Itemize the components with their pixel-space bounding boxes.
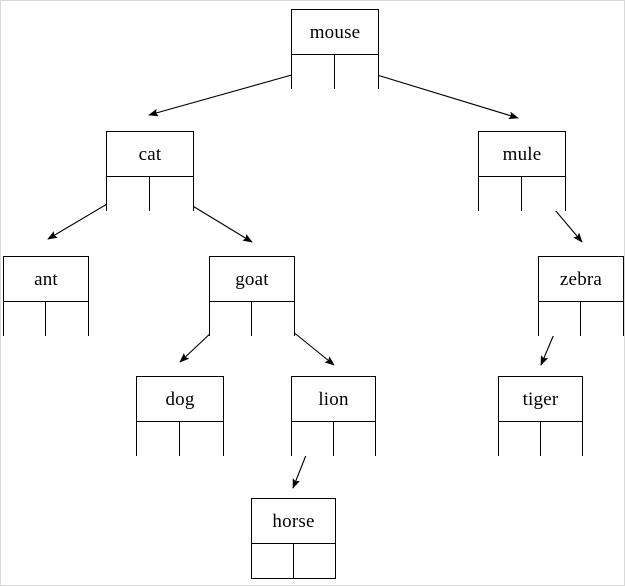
right-pointer-cell-mouse[interactable] [335,55,378,89]
tree-node-label-mouse: mouse [292,10,378,55]
tree-node-ant[interactable]: ant [3,256,89,336]
left-pointer-cell-dog[interactable] [137,422,180,456]
tree-node-label-horse: horse [252,499,335,544]
tree-node-mule[interactable]: mule [478,131,566,211]
right-pointer-cell-ant[interactable] [46,302,88,336]
tree-node-horse[interactable]: horse [251,498,336,579]
tree-node-cat[interactable]: cat [106,131,194,211]
tree-node-pointers-zebra [539,302,623,336]
tree-node-label-zebra: zebra [539,257,623,302]
right-pointer-cell-cat[interactable] [150,177,193,211]
tree-edge-mouse-left-to-cat [148,68,314,117]
tree-node-pointers-ant [4,302,88,336]
left-pointer-cell-mule[interactable] [479,177,522,211]
tree-node-label-lion: lion [292,377,375,422]
right-pointer-cell-goat[interactable] [252,302,294,336]
right-pointer-cell-mule[interactable] [522,177,565,211]
tree-node-pointers-mouse [292,55,378,89]
left-pointer-cell-ant[interactable] [4,302,46,336]
left-pointer-cell-cat[interactable] [107,177,150,211]
left-pointer-cell-mouse[interactable] [292,55,335,89]
tree-node-label-tiger: tiger [499,377,582,422]
right-pointer-cell-tiger[interactable] [540,422,582,456]
right-pointer-cell-zebra[interactable] [581,302,623,336]
left-pointer-cell-lion[interactable] [292,422,334,456]
tree-node-dog[interactable]: dog [136,376,224,456]
tree-node-label-dog: dog [137,377,223,422]
left-pointer-cell-horse[interactable] [252,544,294,578]
tree-node-pointers-dog [137,422,223,456]
tree-node-tiger[interactable]: tiger [498,376,583,456]
tree-node-pointers-cat [107,177,193,211]
left-pointer-cell-goat[interactable] [210,302,252,336]
tree-node-pointers-tiger [499,422,582,456]
left-pointer-cell-tiger[interactable] [499,422,541,456]
tree-node-label-mule: mule [479,132,565,177]
tree-node-label-cat: cat [107,132,193,177]
tree-node-pointers-mule [479,177,565,211]
tree-node-pointers-horse [252,544,335,578]
right-pointer-cell-lion[interactable] [333,422,375,456]
tree-node-goat[interactable]: goat [209,256,295,336]
right-pointer-cell-dog[interactable] [180,422,223,456]
tree-node-pointers-goat [210,302,294,336]
tree-node-label-ant: ant [4,257,88,302]
right-pointer-cell-horse[interactable] [293,544,335,578]
tree-node-mouse[interactable]: mouse [291,9,379,89]
left-pointer-cell-zebra[interactable] [539,302,581,336]
tree-node-label-goat: goat [210,257,294,302]
tree-node-pointers-lion [292,422,375,456]
tree-node-lion[interactable]: lion [291,376,376,456]
tree-node-zebra[interactable]: zebra [538,256,624,336]
